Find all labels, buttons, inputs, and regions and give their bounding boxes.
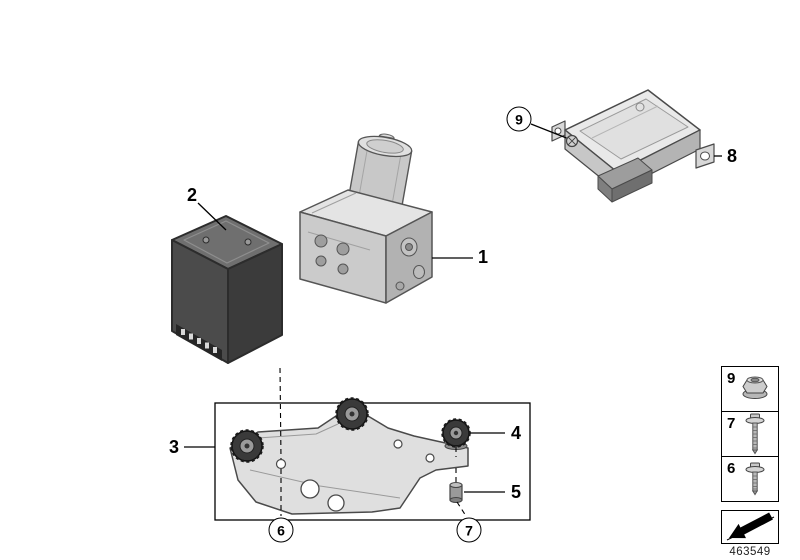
valve-port (314, 234, 328, 248)
long-screw-icon (745, 413, 765, 455)
dashed-line-module-to-bracket (279, 367, 282, 460)
legend-label-7: 7 (727, 415, 736, 432)
short-screw-icon (745, 462, 765, 496)
bracket-bend-line (249, 469, 401, 499)
ecu-screw-slots (567, 136, 577, 146)
spacer-sleeve-drawing[interactable] (449, 482, 463, 503)
direction-symbol-box (721, 510, 779, 544)
block-right-face (385, 211, 433, 304)
valve-port (336, 242, 350, 256)
block-front-line (307, 231, 371, 251)
legend-label-6: 6 (727, 460, 736, 477)
rubber-mount-drawing[interactable] (441, 418, 471, 450)
ecu-mount-hole (700, 151, 710, 161)
module-top-panel (183, 220, 270, 264)
bracket-drawing[interactable] (229, 397, 469, 515)
pump-boss-hole (405, 243, 413, 251)
ecu-connector-side (611, 169, 653, 203)
module-connector-pins (181, 329, 217, 353)
leader-lines (184, 123, 722, 493)
bracket-hole-large (300, 479, 320, 499)
module-right-face (227, 243, 283, 364)
callout-1[interactable]: 1 (477, 247, 489, 267)
bracket-bend-line (257, 423, 339, 439)
bracket-hole-small (425, 453, 435, 463)
assembly-dashed-lines (279, 367, 467, 517)
dsc-ecu-drawing[interactable] (551, 89, 715, 203)
bracket-enclosure-box (214, 402, 531, 521)
block-top-line (311, 192, 357, 214)
leader-2 (197, 202, 227, 231)
valve-port (337, 263, 349, 275)
module-screw (244, 238, 252, 246)
bracket-hole-small (275, 458, 287, 470)
fastener-legend: 9 7 6 (721, 366, 779, 502)
block-port (395, 281, 405, 291)
callout-7[interactable]: 7 (456, 517, 482, 543)
leader-9 (530, 123, 567, 139)
callout-3[interactable]: 3 (168, 437, 180, 457)
ecu-top-panel (579, 98, 689, 160)
flange-nut-icon (742, 376, 768, 399)
bracket-hole-small (393, 439, 403, 449)
direction-arrow-icon (726, 512, 775, 541)
legend-item-7[interactable]: 7 (721, 411, 779, 457)
rubber-damper-top[interactable] (335, 397, 369, 431)
rubber-damper-left[interactable] (230, 429, 264, 463)
diagram-number: 463549 (729, 546, 771, 558)
legend-item-6[interactable]: 6 (721, 456, 779, 502)
callout-6[interactable]: 6 (268, 517, 294, 543)
bracket-hole-large (327, 494, 345, 512)
callout-4[interactable]: 4 (510, 423, 522, 443)
ecu-rib-line (591, 105, 659, 139)
callout-8[interactable]: 8 (726, 146, 738, 166)
hydro-unit-drawing[interactable] (299, 130, 433, 304)
legend-item-9[interactable]: 9 (721, 366, 779, 412)
callout-2[interactable]: 2 (186, 185, 198, 205)
control-module-drawing[interactable] (171, 215, 283, 364)
bracket-plate (229, 415, 469, 515)
callout-9[interactable]: 9 (506, 106, 532, 132)
valve-port (315, 255, 327, 267)
pump-motor (347, 133, 413, 211)
dashed-line-sleeve-to-callout-7 (456, 501, 467, 517)
ecu-left-tab-hole (554, 127, 562, 135)
ecu-vent-hole (635, 102, 645, 112)
callout-5[interactable]: 5 (510, 482, 522, 502)
legend-label-9: 9 (727, 370, 736, 387)
pump-boss-small (413, 265, 425, 279)
module-screw (202, 236, 210, 244)
